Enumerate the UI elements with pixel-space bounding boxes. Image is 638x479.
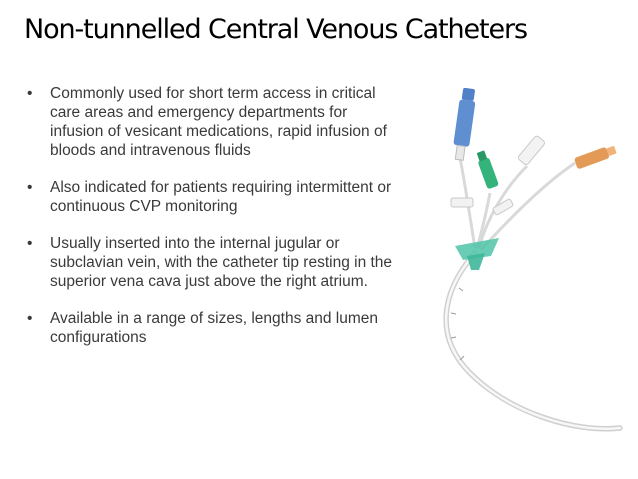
bullet-item: • Also indicated for patients requiring … bbox=[24, 178, 404, 216]
bullet-marker: • bbox=[27, 235, 33, 252]
white-hub-icon bbox=[517, 135, 545, 165]
green-hub-icon bbox=[476, 150, 499, 189]
bullet-text: Available in a range of sizes, lengths a… bbox=[50, 310, 379, 346]
bullet-marker: • bbox=[27, 85, 33, 102]
clamp-white bbox=[492, 198, 514, 216]
depth-markings bbox=[450, 287, 465, 361]
bullet-marker: • bbox=[27, 179, 33, 196]
bullet-item: • Usually inserted into the internal jug… bbox=[24, 234, 404, 291]
bullet-item: • Commonly used for short term access in… bbox=[24, 84, 404, 160]
bullet-marker: • bbox=[27, 310, 33, 327]
clamp-white bbox=[450, 197, 474, 208]
catheter-image bbox=[443, 88, 623, 432]
lumen-tube-orange bbox=[479, 161, 576, 252]
catheter-tube bbox=[443, 250, 623, 432]
bullet-text: Usually inserted into the internal jugul… bbox=[50, 235, 393, 290]
bullet-text: Commonly used for short term access in c… bbox=[50, 85, 387, 159]
slide-title: Non-tunnelled Central Venous Catheters bbox=[24, 14, 528, 45]
bullet-text: Also indicated for patients requiring in… bbox=[50, 179, 392, 215]
orange-hub-icon bbox=[574, 146, 617, 169]
blue-hub-icon bbox=[453, 88, 476, 161]
bullet-item: • Available in a range of sizes, lengths… bbox=[24, 309, 404, 347]
suture-wing-icon bbox=[455, 238, 499, 270]
catheter-tube-highlight bbox=[444, 251, 622, 430]
bullet-list: • Commonly used for short term access in… bbox=[24, 84, 404, 365]
lumen-tube-white bbox=[477, 164, 529, 249]
